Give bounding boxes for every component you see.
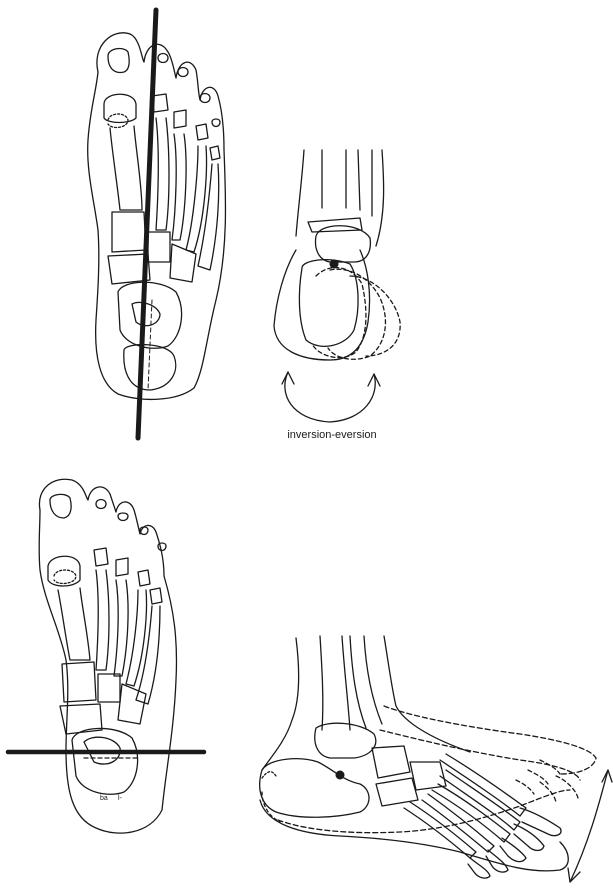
inversion-eversion-arrow	[285, 372, 375, 422]
talus	[118, 282, 182, 348]
toe-nail	[212, 119, 220, 127]
inversion-eversion-label: inversion-eversion	[287, 429, 376, 441]
foot-lateral-view	[260, 636, 612, 882]
metatarsal	[404, 802, 476, 858]
metatarsal	[114, 580, 128, 676]
metatarsal	[198, 164, 219, 270]
leg-outline	[296, 150, 304, 236]
metatarsal	[110, 126, 142, 210]
svg-text:l-: l-	[118, 795, 123, 802]
metatarsal	[440, 770, 520, 830]
dorsi-plantar-arrow	[570, 770, 608, 882]
ankle-posterior-view: inversion-eversion	[274, 150, 400, 441]
foot-dorsiflexed-dashed	[384, 706, 596, 774]
sole-outline	[260, 800, 568, 871]
big-toe-nail	[108, 49, 129, 73]
sesamoid	[108, 114, 128, 127]
leg-outline	[262, 638, 299, 770]
fibula	[358, 150, 372, 216]
heel-outline	[274, 250, 370, 360]
longitudinal-axis	[138, 10, 156, 438]
toe-nail	[178, 68, 188, 77]
toe-nail	[200, 94, 210, 103]
toe-nail	[158, 54, 168, 63]
fibula	[350, 636, 382, 728]
foot-top-view-longitudinal-axis	[88, 10, 226, 438]
big-toe-nail	[50, 494, 71, 518]
metatarsal	[156, 118, 169, 230]
talus	[315, 723, 376, 758]
tibia	[320, 636, 350, 730]
foot-top-view-transverse-axis: ba l-	[8, 479, 204, 833]
calcaneus	[260, 759, 369, 818]
metatarsal	[96, 570, 109, 670]
tibia	[322, 150, 346, 208]
metatarsal	[136, 606, 160, 704]
sesamoid	[54, 570, 76, 583]
metatarsal	[172, 134, 186, 240]
metatarsal	[422, 794, 494, 852]
svg-text:ba: ba	[100, 795, 108, 802]
calcaneus	[299, 260, 358, 347]
